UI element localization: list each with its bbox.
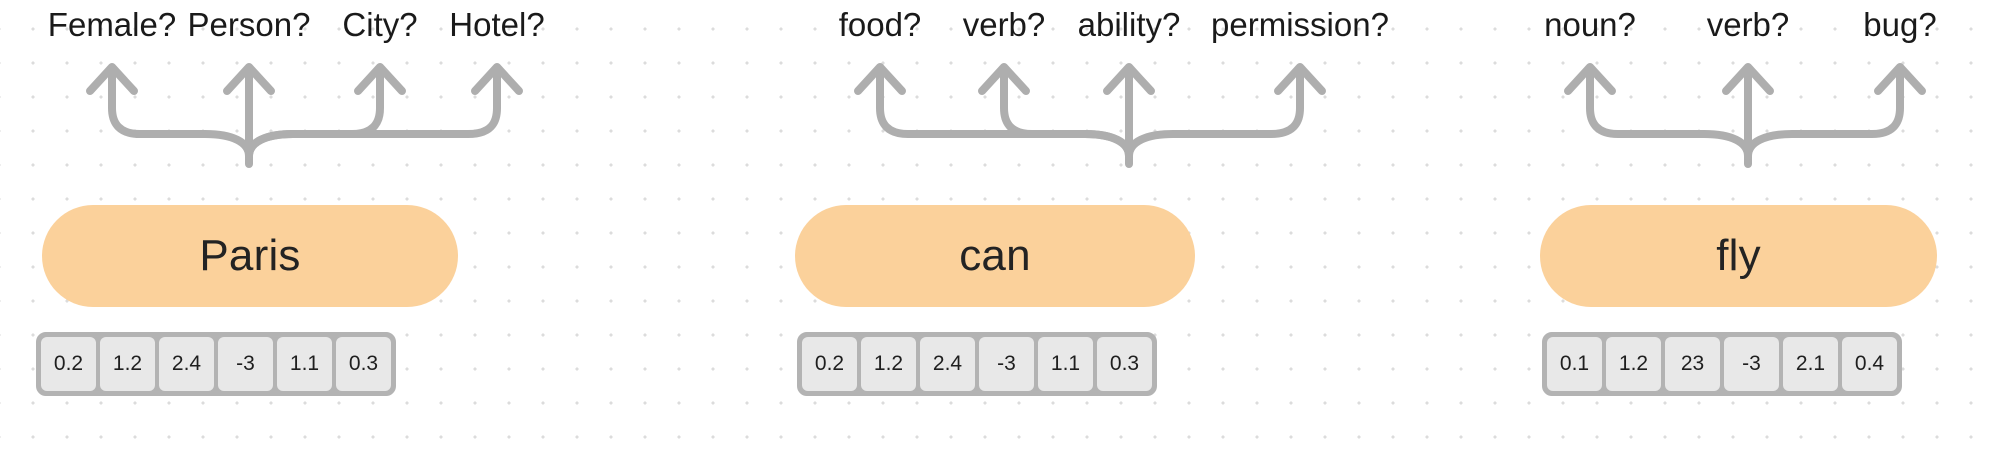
question-label-bug: bug? <box>1863 6 1937 43</box>
vector-cell: 0.2 <box>41 337 96 391</box>
question-label-food: food? <box>838 6 922 43</box>
word-box-fly[interactable]: fly <box>1540 205 1937 307</box>
arrowhead-verb-fly <box>1722 63 1774 95</box>
vector-cell: 0.4 <box>1842 337 1897 391</box>
vector-cell: 1.2 <box>1606 337 1661 391</box>
word-label-fly: fly <box>1716 231 1761 280</box>
vector-cell: 0.2 <box>802 337 857 391</box>
question-label-ability: ability? <box>1077 6 1181 43</box>
arrowhead-ability <box>1103 63 1155 95</box>
arrowhead-person <box>223 63 275 95</box>
embedding-vector-fly: 0.1 1.2 23 -3 2.1 0.4 <box>1542 332 1902 396</box>
branch-permission <box>1125 64 1304 160</box>
embedding-vector-paris: 0.2 1.2 2.4 -3 1.1 0.3 <box>36 332 396 396</box>
branch-arrows-paris-svg <box>86 63 523 168</box>
word-group-fly: noun? verb? bug? f <box>1500 0 2000 461</box>
vector-cell: -3 <box>1724 337 1779 391</box>
branch-verb <box>1000 64 1133 160</box>
vector-cell: 1.1 <box>277 337 332 391</box>
vector-cell: -3 <box>979 337 1034 391</box>
question-label-person: Person? <box>187 6 311 43</box>
vector-cell: 2.1 <box>1783 337 1838 391</box>
vector-cell: 0.3 <box>1097 337 1152 391</box>
word-box-paris[interactable]: Paris <box>42 205 458 307</box>
branch-city <box>245 64 384 160</box>
question-label-permission: permission? <box>1211 6 1389 43</box>
vector-cell: 1.2 <box>100 337 155 391</box>
question-label-noun: noun? <box>1544 6 1636 43</box>
branch-noun <box>1586 64 1752 160</box>
arrowhead-permission <box>1274 63 1326 95</box>
question-labels-can: food? verb? ability? permission? <box>720 0 1389 52</box>
vector-cell: 0.3 <box>336 337 391 391</box>
question-labels-paris: Female? Person? City? Hotel? <box>0 0 545 52</box>
branch-female <box>108 64 253 160</box>
branch-hotel <box>245 64 501 160</box>
branch-arrows-can-svg <box>854 63 1326 168</box>
arrowhead-female <box>86 63 138 95</box>
arrowhead-city <box>354 63 406 95</box>
branch-arrows-paris <box>0 46 523 206</box>
vector-cell: 1.1 <box>1038 337 1093 391</box>
question-label-city: City? <box>342 6 418 43</box>
word-group-paris: Female? Person? City? Hotel? <box>0 0 545 461</box>
embedding-vector-can: 0.2 1.2 2.4 -3 1.1 0.3 <box>797 332 1157 396</box>
vector-cell: 23 <box>1665 337 1720 391</box>
question-label-verb: verb? <box>1706 6 1790 43</box>
word-label-can: can <box>959 231 1031 280</box>
question-label-hotel: Hotel? <box>449 6 545 43</box>
question-label-verb: verb? <box>962 6 1046 43</box>
vector-cell: 1.2 <box>861 337 916 391</box>
word-box-can[interactable]: can <box>795 205 1195 307</box>
vector-cell: 2.4 <box>920 337 975 391</box>
vector-cell: 2.4 <box>159 337 214 391</box>
question-labels-fly: noun? verb? bug? <box>1500 0 2000 52</box>
word-label-paris: Paris <box>199 231 301 280</box>
branch-arrows-can <box>720 46 1326 206</box>
arrowhead-bug <box>1874 63 1926 95</box>
arrowhead-verb <box>978 63 1030 95</box>
question-label-female: Female? <box>47 6 177 43</box>
branch-arrows-fly <box>1500 46 2000 206</box>
arrowhead-food <box>854 63 906 95</box>
arrowhead-hotel <box>471 63 523 95</box>
branch-bug <box>1744 64 1904 160</box>
branch-arrows-fly-svg <box>1564 63 1926 168</box>
arrowhead-noun <box>1564 63 1616 95</box>
vector-cell: 0.1 <box>1547 337 1602 391</box>
vector-cell: -3 <box>218 337 273 391</box>
word-group-can: food? verb? ability? permission? <box>720 0 1389 461</box>
